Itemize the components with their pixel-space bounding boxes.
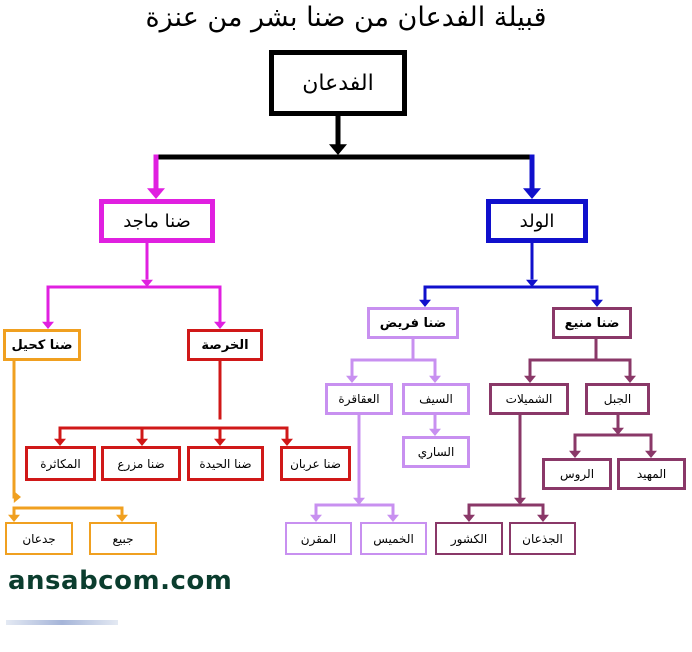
node-al-jabal: الجبل (585, 383, 650, 415)
arrowhead-15 (141, 279, 153, 287)
arrowhead-70 (8, 514, 20, 522)
node-al-sari: الساري (402, 436, 470, 468)
arrowhead-48 (645, 450, 657, 458)
node-dana-faraidh: ضنا فريض (367, 307, 459, 339)
arrowhead-67 (13, 491, 21, 503)
node-al-saif: السيف (402, 383, 470, 415)
site-brand-domain: .com (160, 566, 233, 596)
node-dana-mani: ضنا منيع (552, 307, 632, 339)
arrowhead-11 (419, 299, 431, 307)
node-dana-urban: ضنا عربان (280, 446, 351, 481)
arrowhead-41 (624, 375, 636, 383)
arrowhead-46 (569, 450, 581, 458)
arrowhead-8 (526, 279, 538, 287)
arrowhead-60 (54, 438, 66, 446)
node-al-kharsa: الخرصة (187, 329, 263, 361)
node-al-mahid: المهيد (617, 458, 686, 490)
node-al-khumais: الخميس (360, 522, 427, 555)
footer-decoration (6, 620, 118, 625)
node-al-wild: الولد (486, 199, 588, 243)
arrowhead-43 (612, 427, 624, 435)
arrowhead-13 (591, 299, 603, 307)
arrowhead-33 (310, 514, 322, 522)
node-al-jadhaan: الجذعان (509, 522, 576, 555)
node-al-kashur: الكشور (435, 522, 503, 555)
arrowhead-55 (537, 514, 549, 522)
arrowhead-24 (346, 375, 358, 383)
node-al-shumailat: الشميلات (489, 383, 569, 415)
arrowhead-57 (214, 438, 226, 446)
arrowhead-35 (387, 514, 399, 522)
node-root-fadaan: الفدعان (269, 50, 407, 116)
node-al-rous: الروس (542, 458, 612, 490)
site-brand: ansabcom.com (8, 566, 232, 596)
arrowhead-53 (463, 514, 475, 522)
arrowhead-1 (329, 144, 347, 155)
node-dana-majed: ضنا ماجد (99, 199, 215, 243)
connector-lines (8, 113, 657, 522)
arrowhead-65 (281, 438, 293, 446)
node-dana-kahil: ضنا كحيل (3, 329, 81, 361)
site-brand-name: ansabcom (8, 566, 161, 596)
node-al-aqaqira: العقاقرة (325, 383, 393, 415)
node-al-muqran: المقرن (285, 522, 352, 555)
arrowhead-20 (214, 321, 226, 329)
arrowhead-26 (429, 375, 441, 383)
arrowhead-62 (136, 438, 148, 446)
arrowhead-50 (514, 497, 526, 505)
arrowhead-30 (353, 497, 365, 505)
arrowhead-18 (42, 321, 54, 329)
arrowhead-39 (524, 375, 536, 383)
node-jadaan: جدعان (5, 522, 73, 555)
arrowhead-6 (147, 188, 165, 199)
arrowhead-28 (429, 428, 441, 436)
node-dana-haida: ضنا الحيدة (187, 446, 264, 481)
node-jubaie: جبيع (89, 522, 157, 555)
node-al-makathra: المكاثرة (25, 446, 96, 481)
chart-title: قبيلة الفدعان من ضنا بشر من عنزة (145, 2, 547, 33)
arrowhead-72 (116, 514, 128, 522)
arrowhead-4 (523, 188, 541, 199)
node-dana-mizra: ضنا مزرع (101, 446, 181, 481)
